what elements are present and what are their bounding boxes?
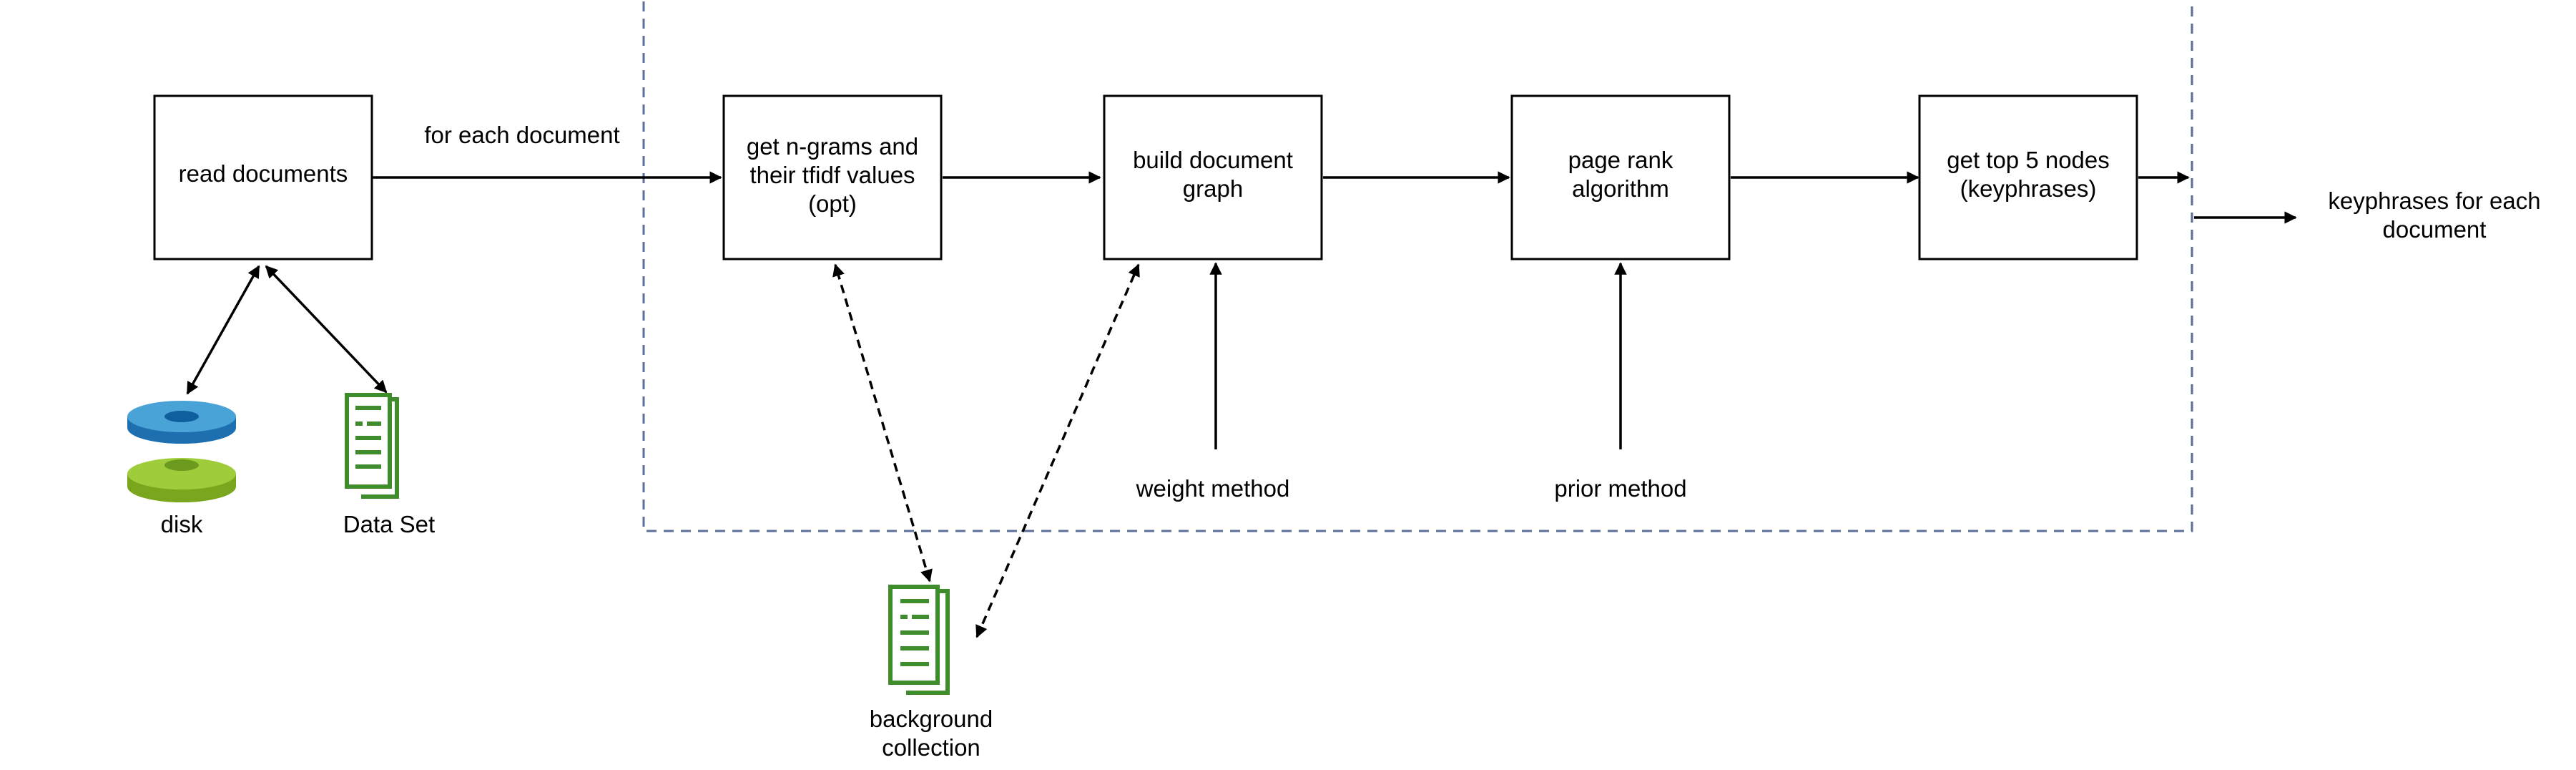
node-build-graph-label-line-1: build document: [1133, 147, 1293, 173]
disk-label: disk: [161, 511, 203, 537]
weight-method-label: weight method: [1136, 475, 1290, 502]
node-ngrams-label-line-1: get n-grams and: [747, 133, 918, 160]
node-build-graph-box: [1103, 94, 1323, 260]
node-ngrams-box: [722, 94, 943, 260]
edge-background-ngrams: [832, 263, 933, 583]
node-build-graph: build document graph: [1103, 94, 1323, 260]
document-stack-icon: [888, 585, 950, 695]
node-ngrams-label-line-2: their tfidf values: [749, 162, 915, 188]
node-top-nodes-label-line-2: (keyphrases): [1960, 175, 2097, 202]
edge-dataset-read: [265, 265, 388, 394]
output-label-line-1: keyphrases for each: [2328, 187, 2540, 214]
for-each-document-label: for each document: [424, 122, 619, 148]
node-build-graph-label-line-2: graph: [1183, 175, 1243, 202]
node-top-nodes-box: [1918, 94, 2138, 260]
node-page-rank-label-line-2: algorithm: [1572, 175, 1669, 202]
node-read-documents-label: read documents: [179, 160, 348, 187]
node-page-rank: page rank algorithm: [1510, 94, 1731, 260]
data-set-label: Data Set: [343, 511, 435, 537]
node-top-nodes: get top 5 nodes (keyphrases): [1918, 94, 2138, 260]
edge-disk-read: [186, 265, 260, 395]
node-ngrams: get n-grams and their tfidf values (opt): [722, 94, 943, 260]
document-stack-icon: [345, 393, 399, 499]
node-read-documents-box: [153, 94, 373, 260]
node-top-nodes-label-line-1: get top 5 nodes: [1947, 147, 2110, 173]
node-read-documents: read documents: [153, 94, 373, 260]
background-collection-label-line-1: background: [870, 706, 993, 732]
edge-background-graph: [975, 263, 1140, 638]
node-page-rank-box: [1510, 94, 1731, 260]
processing-frame: [642, 0, 2193, 532]
node-ngrams-label-line-3: (opt): [808, 190, 857, 217]
disk-icon: [127, 401, 236, 502]
prior-method-label: prior method: [1554, 475, 1686, 502]
output-label-line-2: document: [2383, 216, 2487, 243]
background-collection-label-line-2: collection: [882, 734, 980, 761]
node-page-rank-label-line-1: page rank: [1568, 147, 1673, 173]
